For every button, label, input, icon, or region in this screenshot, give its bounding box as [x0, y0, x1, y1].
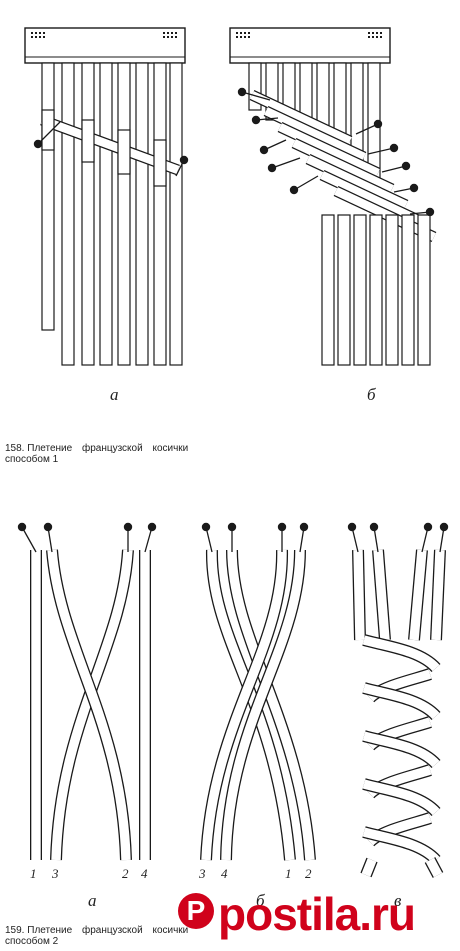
- fabric-clip-158b: [229, 27, 391, 64]
- postila-watermark: postila.ru: [218, 888, 416, 940]
- strand-158a-2: [61, 62, 75, 366]
- figure-158-caption-number: 158.: [5, 443, 25, 454]
- strand-number-a-1: 1: [30, 866, 37, 881]
- strand-158a-3: [81, 62, 95, 366]
- strand-158b-bottom-6: [401, 214, 415, 366]
- strand-158a-5: [117, 62, 131, 366]
- strand-158b-bottom-1: [321, 214, 335, 366]
- braid-link-159v-3: [362, 682, 441, 721]
- figure-159-caption-line2: способом 2: [5, 936, 59, 947]
- strand-158a-over-3: [81, 119, 95, 163]
- strand-158a-1: [41, 62, 55, 331]
- strand-159v-top-2: [372, 549, 391, 641]
- strand-number-b-1: 1: [285, 866, 292, 881]
- pin-158b-9: [393, 183, 419, 193]
- strand-158a-6: [135, 62, 149, 366]
- braid-link-159v-7: [362, 778, 441, 817]
- pin-159v-3: [421, 522, 433, 553]
- pin-159a-4: [144, 522, 157, 553]
- strand-158a-over-1: [41, 109, 55, 151]
- strand-number-a-3: 3: [52, 866, 59, 881]
- figure-159-label-b: б: [256, 891, 265, 910]
- pin-159b-4: [299, 522, 309, 553]
- figure-159-caption: 159. Плетение французской косички способ…: [5, 925, 188, 947]
- figure-159-caption-number: 159.: [5, 925, 25, 936]
- pin-159v-4: [439, 522, 449, 553]
- pin-158b-1: [237, 87, 271, 101]
- braid-link-159v-9: [362, 826, 441, 865]
- figure-159-caption-title: Плетение французской косички: [27, 925, 189, 936]
- figure-158-caption-line2: способом 1: [5, 454, 59, 465]
- strand-number-b-4: 4: [221, 866, 228, 881]
- pin-158b-5: [289, 175, 319, 195]
- strand-158b-bottom-5: [385, 214, 399, 366]
- pin-158b-2: [251, 115, 279, 125]
- pin-158b-6: [355, 119, 383, 135]
- fabric-clip-158a: [24, 27, 186, 64]
- braid-link-159v-1: [362, 634, 441, 673]
- strand-158b-bottom-7: [417, 214, 431, 366]
- figure-159-label-a: а: [88, 891, 97, 910]
- pin-159a-3: [43, 522, 53, 553]
- figure-158b-braid-woven: [229, 27, 437, 366]
- strand-number-b-2: 2: [305, 866, 312, 881]
- strand-158a-4: [99, 62, 113, 366]
- pin-158a-right: [175, 155, 189, 177]
- figure-158a-braid-stage: [24, 27, 189, 366]
- strand-158b-bottom-4: [369, 214, 383, 366]
- figure-158-label-a: а: [110, 385, 119, 404]
- figure-158-caption-title: Плетение французской косички: [27, 443, 189, 454]
- strand-158a-over-5: [117, 129, 131, 175]
- strand-159b-4: [220, 549, 306, 861]
- pin-158b-10: [409, 207, 435, 217]
- strand-number-a-2: 2: [122, 866, 129, 881]
- braid-link-159v-5: [362, 730, 441, 769]
- pin-159v-1: [347, 522, 359, 553]
- strand-159a-2: [46, 549, 132, 861]
- strand-159v-end-1: [360, 857, 378, 878]
- pin-158b-4: [267, 157, 301, 173]
- pin-159b-1: [201, 522, 213, 553]
- pin-159b-2: [227, 522, 237, 552]
- strand-number-a-4: 4: [141, 866, 148, 881]
- pin-158a-left: [33, 121, 61, 149]
- strand-159b-3: [200, 549, 289, 861]
- strand-159v-end-2: [424, 857, 444, 878]
- strand-158b-bottom-2: [337, 214, 351, 366]
- strand-159v-top-4: [430, 549, 446, 641]
- figure-159-label-v: в: [394, 891, 402, 910]
- pin-158b-7: [367, 143, 399, 155]
- postila-logo-icon: P: [178, 893, 214, 929]
- figure-159b-strands-twisted: [200, 522, 316, 861]
- figure-159v-finished-braid: [347, 522, 449, 878]
- strand-159v-top-3: [408, 549, 428, 641]
- figure-158-label-b: б: [367, 385, 376, 404]
- pin-159a-2: [123, 522, 133, 552]
- pin-158b-8: [381, 161, 411, 173]
- pin-159v-2: [369, 522, 379, 553]
- strand-number-b-3: 3: [199, 866, 206, 881]
- pin-159a-1: [17, 522, 37, 553]
- strand-159v-top-1: [352, 549, 366, 641]
- strand-158a-7: [153, 62, 167, 366]
- pin-158b-3: [259, 139, 287, 155]
- strand-158a-8: [169, 62, 183, 366]
- figure-158-caption: 158. Плетение французской косички способ…: [5, 443, 188, 465]
- strand-158b-bottom-3: [353, 214, 367, 366]
- pin-159b-3: [277, 522, 287, 552]
- strand-158a-over-7: [153, 139, 167, 187]
- figure-159a-strands-crossed: [17, 522, 157, 861]
